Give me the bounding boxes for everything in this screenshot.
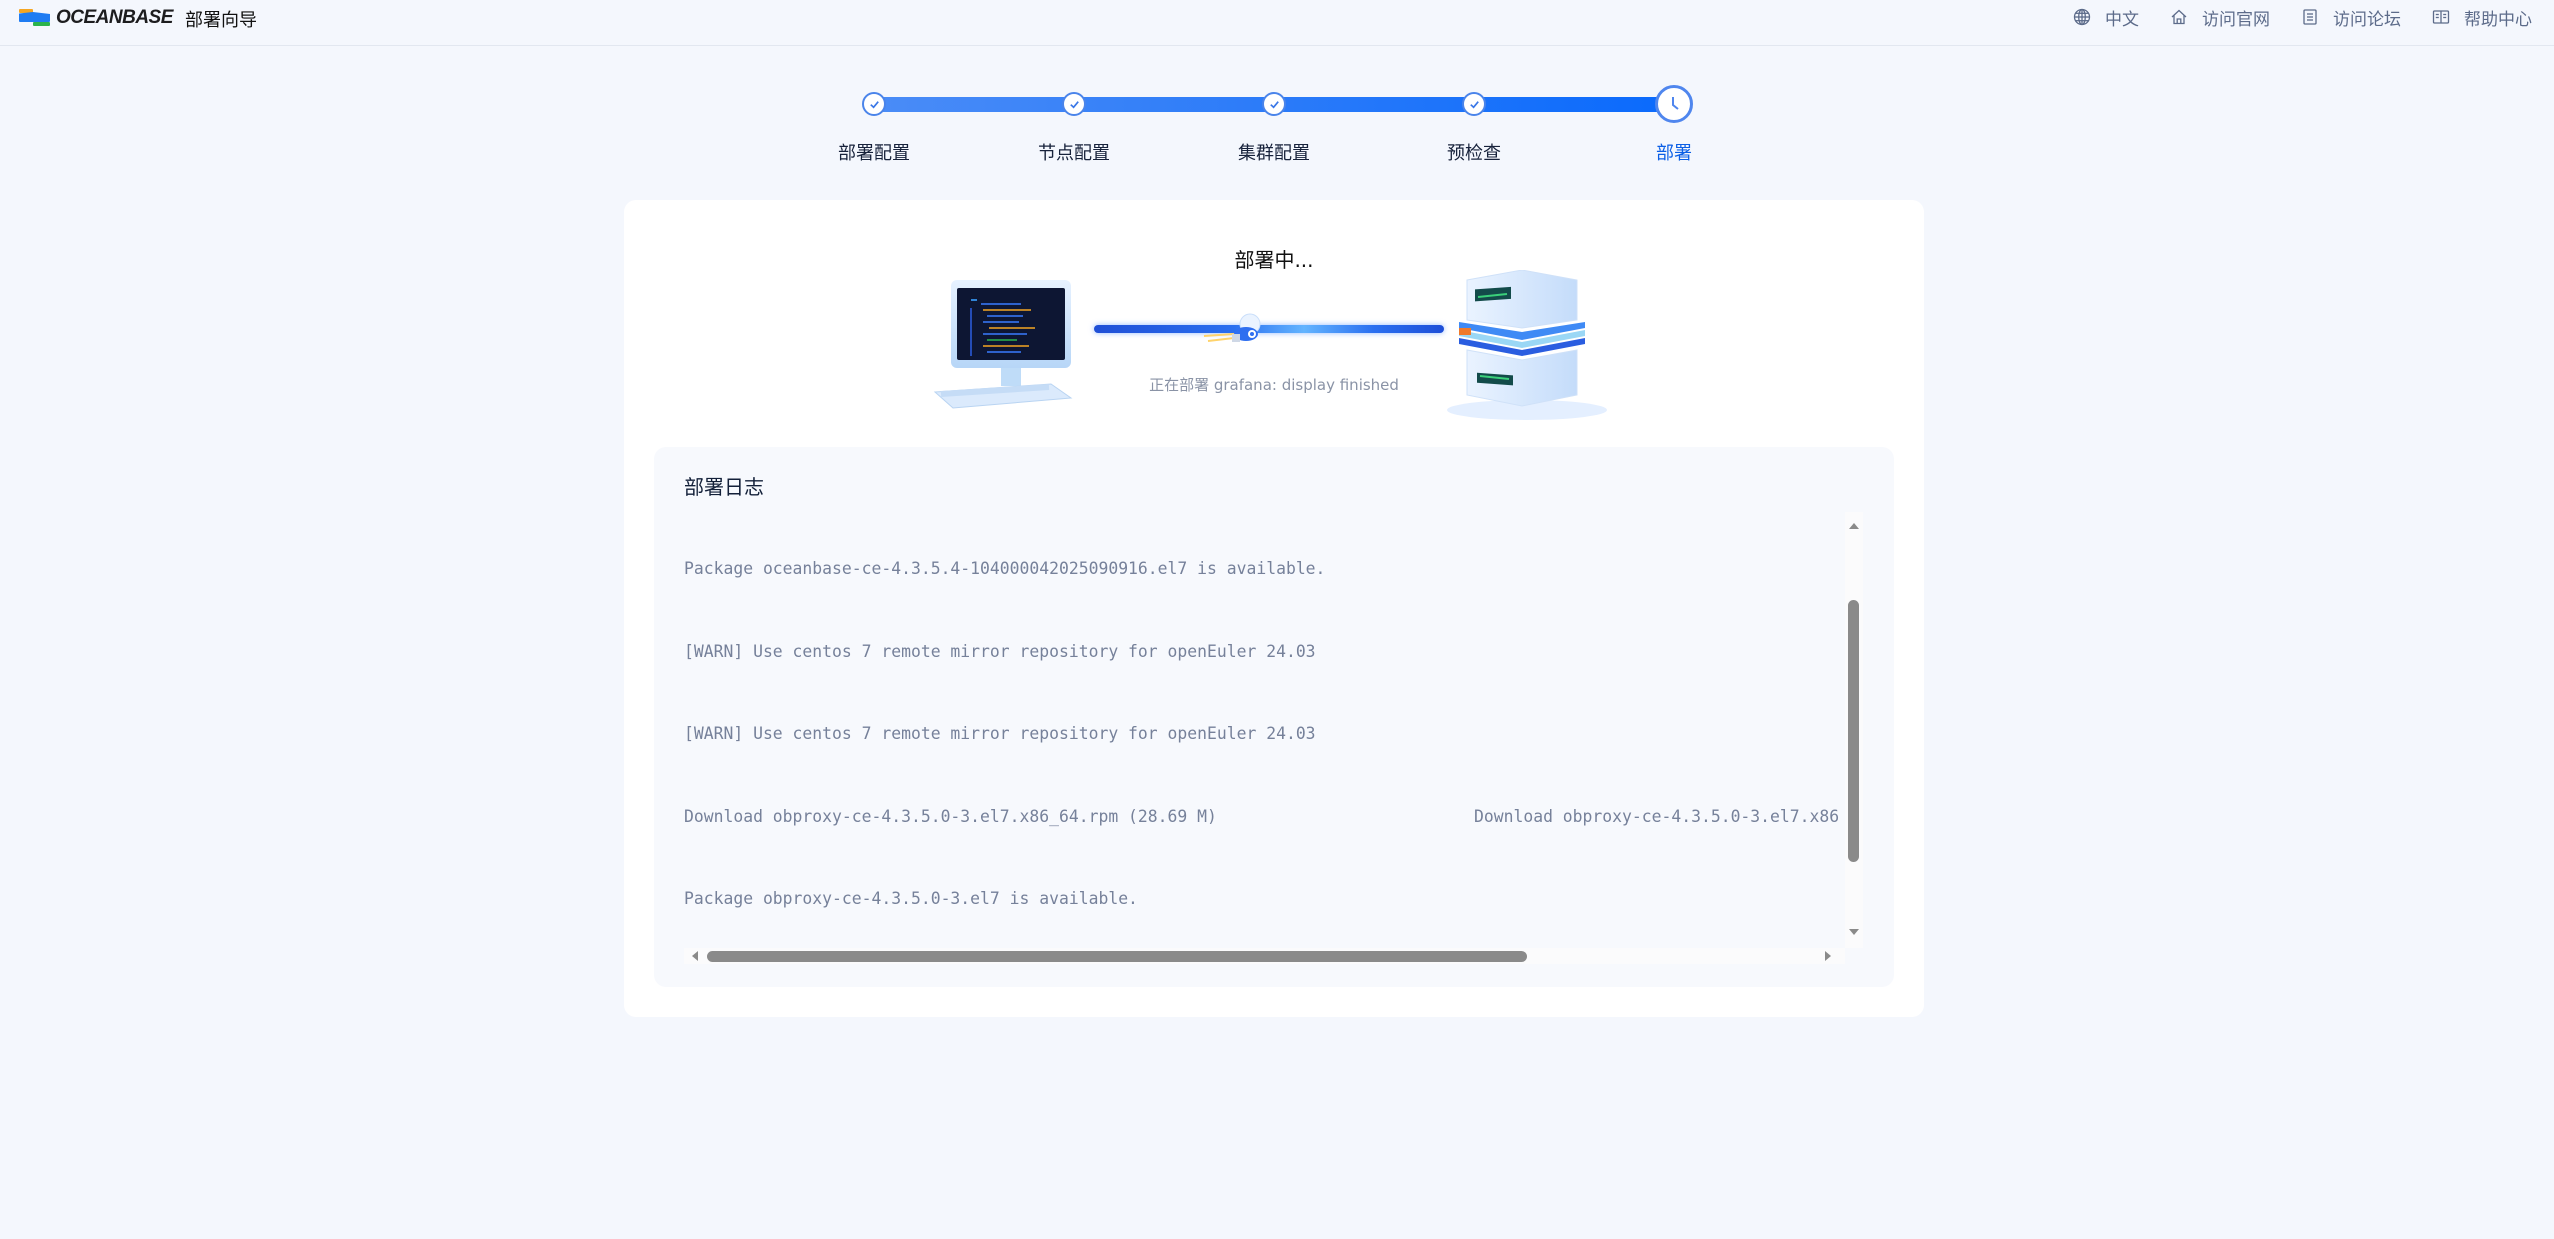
- log-line: [WARN] Use centos 7 remote mirror reposi…: [684, 641, 1316, 661]
- check-icon: [1469, 100, 1479, 108]
- visit-forum-link[interactable]: 访问论坛: [2301, 5, 2401, 30]
- scroll-right-arrow-icon[interactable]: [1825, 951, 1831, 961]
- app-title: 部署向导: [185, 10, 257, 31]
- globe-icon: [2073, 8, 2091, 26]
- top-header: OCEANBASE 部署向导 中文 访问官网 访问论坛: [0, 0, 2554, 46]
- language-label: 中文: [2105, 9, 2139, 30]
- deploy-log-viewport[interactable]: Package oceanbase-ce-4.3.5.4-10400004202…: [684, 512, 1845, 948]
- oceanbase-logo[interactable]: OCEANBASE: [19, 7, 173, 28]
- step-3-done-marker: [1262, 92, 1286, 116]
- top-nav: 中文 访问官网 访问论坛 帮助中心: [2042, 0, 2532, 34]
- step-label-precheck: 预检查: [1447, 143, 1501, 164]
- step-5-current-marker: [1655, 85, 1693, 123]
- log-line: Package obproxy-ce-4.3.5.0-3.el7 is avai…: [684, 889, 1138, 908]
- deploy-log-panel: 部署日志 Package oceanbase-ce-4.3.5.4-104000…: [654, 447, 1894, 987]
- log-line: Download obproxy-ce-4.3.5.0-3.el7.x86_64…: [684, 806, 1840, 826]
- clock-icon: [1672, 97, 1679, 110]
- step-label-deploy: 部署: [1656, 143, 1692, 164]
- step-label-deploy-config: 部署配置: [838, 143, 910, 164]
- forum-icon: [2303, 9, 2317, 25]
- language-switch[interactable]: 中文: [2073, 5, 2139, 30]
- visit-website-link[interactable]: 访问官网: [2170, 5, 2270, 30]
- deploy-log-title: 部署日志: [684, 475, 764, 499]
- log-horizontal-scrollbar[interactable]: [684, 948, 1845, 964]
- log-vertical-scroll-thumb[interactable]: [1848, 600, 1859, 862]
- scroll-left-arrow-icon[interactable]: [692, 951, 698, 961]
- check-icon: [1269, 100, 1279, 108]
- visit-forum-label: 访问论坛: [2333, 9, 2401, 30]
- oceanbase-logo-icon: [19, 9, 51, 27]
- scroll-up-arrow-icon[interactable]: [1849, 523, 1859, 529]
- deploy-status-title: 部署中...: [1234, 248, 1314, 272]
- help-center-label: 帮助中心: [2464, 9, 2532, 30]
- step-2-done-marker: [1062, 92, 1086, 116]
- deploy-illustration: [624, 270, 1924, 420]
- log-line: [WARN] Use centos 7 remote mirror reposi…: [684, 724, 1316, 743]
- rocket-icon: [1203, 313, 1261, 342]
- log-horizontal-scroll-thumb[interactable]: [707, 951, 1527, 962]
- computer-icon: [933, 280, 1073, 409]
- visit-website-label: 访问官网: [2202, 9, 2270, 30]
- step-label-node-config: 节点配置: [1038, 143, 1110, 164]
- deploy-progress-beam: [1094, 325, 1444, 333]
- check-icon: [869, 100, 879, 108]
- deploy-status-detail: 正在部署 grafana: display finished: [1149, 376, 1399, 394]
- help-center-link[interactable]: 帮助中心: [2432, 5, 2532, 30]
- home-icon: [2171, 9, 2187, 25]
- log-line: Package oceanbase-ce-4.3.5.4-10400004202…: [684, 559, 1326, 578]
- brand-name: OCEANBASE: [56, 7, 173, 28]
- step-label-cluster-config: 集群配置: [1238, 143, 1310, 164]
- server-icon: [1447, 270, 1607, 420]
- book-icon: [2432, 10, 2450, 24]
- deploy-card: 部署中...: [624, 200, 1924, 1017]
- scroll-down-arrow-icon[interactable]: [1849, 929, 1859, 935]
- step-1-done-marker: [862, 92, 886, 116]
- check-icon: [1069, 100, 1079, 108]
- log-vertical-scrollbar[interactable]: [1845, 512, 1863, 948]
- step-4-done-marker: [1462, 92, 1486, 116]
- deploy-log-content: Package oceanbase-ce-4.3.5.4-10400004202…: [684, 512, 1840, 948]
- deploy-stepper: 部署配置 节点配置 集群配置 预检查 部署: [0, 0, 2554, 180]
